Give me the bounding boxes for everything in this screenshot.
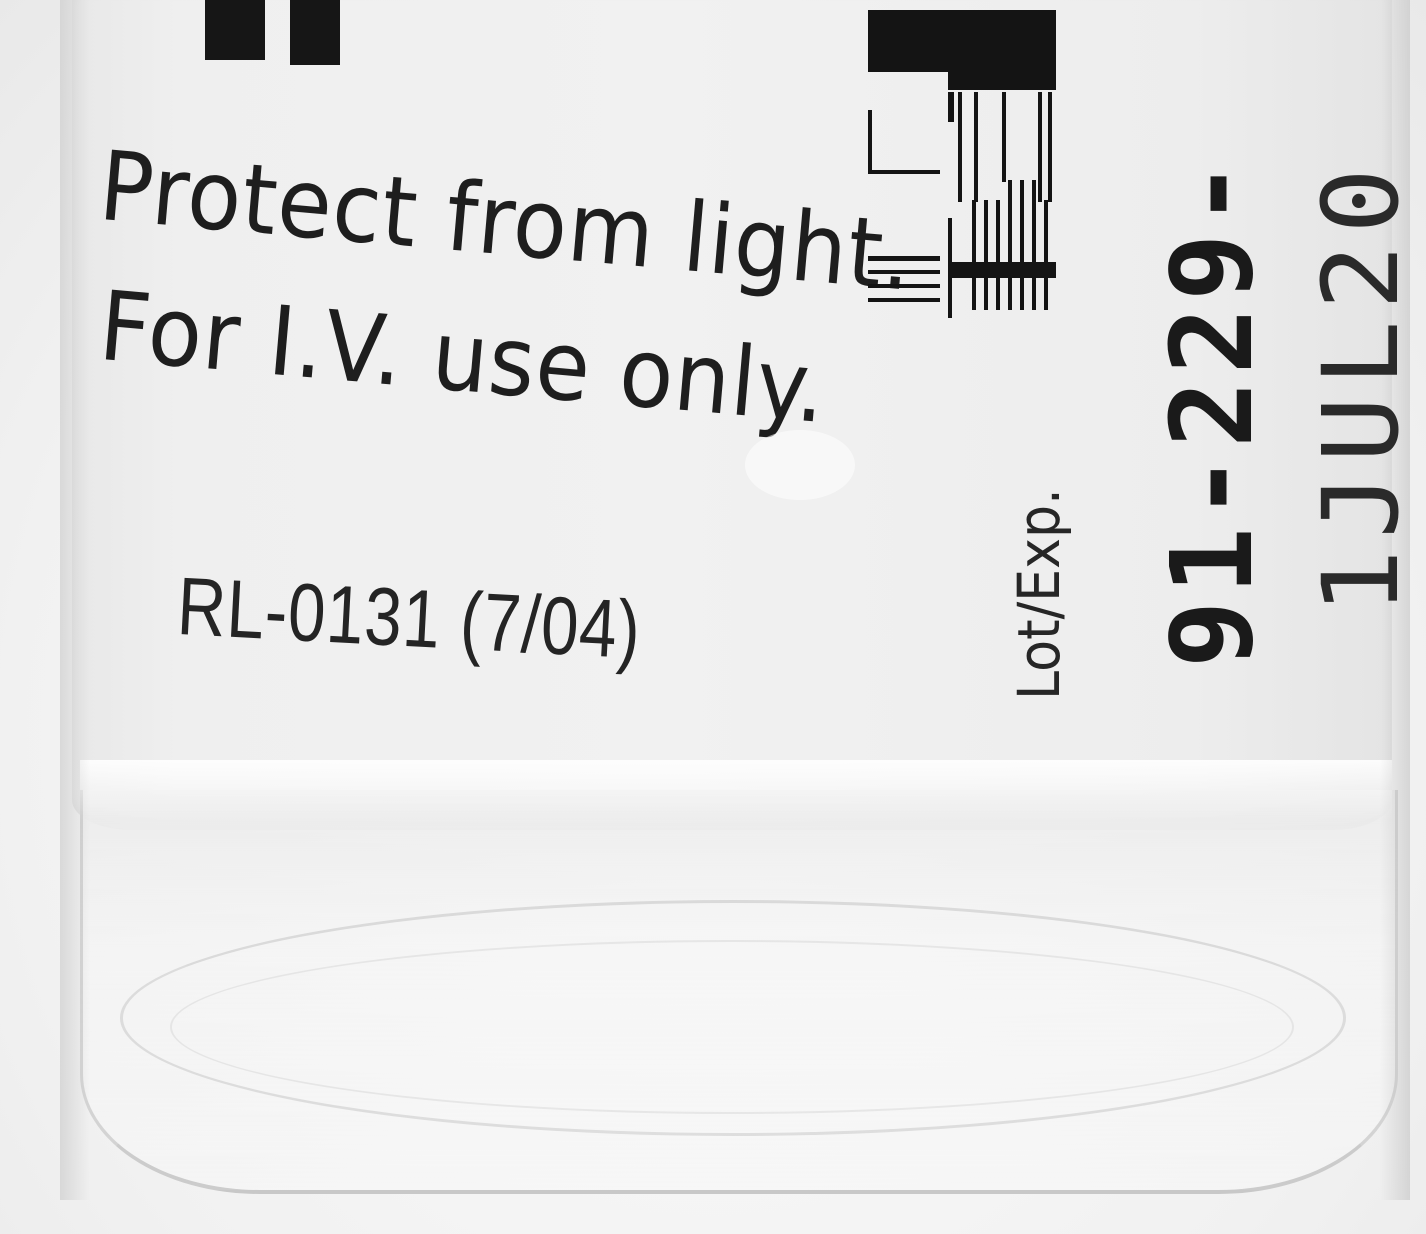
glass-highlight <box>80 760 1392 820</box>
vial-right-edge <box>1380 0 1410 1200</box>
glass-inner-ring <box>170 940 1294 1114</box>
glass-base-ring <box>120 900 1346 1136</box>
label-smudge <box>745 430 855 500</box>
lot-number: 91-229- <box>1148 153 1278 668</box>
barcode-icon <box>862 0 1062 320</box>
vial-label <box>72 0 1392 830</box>
partial-letter-glyph <box>130 0 350 70</box>
vial-left-edge <box>60 0 90 1200</box>
lot-exp-caption: Lot/Exp. <box>1005 488 1073 700</box>
expiry-date: 1JUL20 <box>1300 157 1422 616</box>
